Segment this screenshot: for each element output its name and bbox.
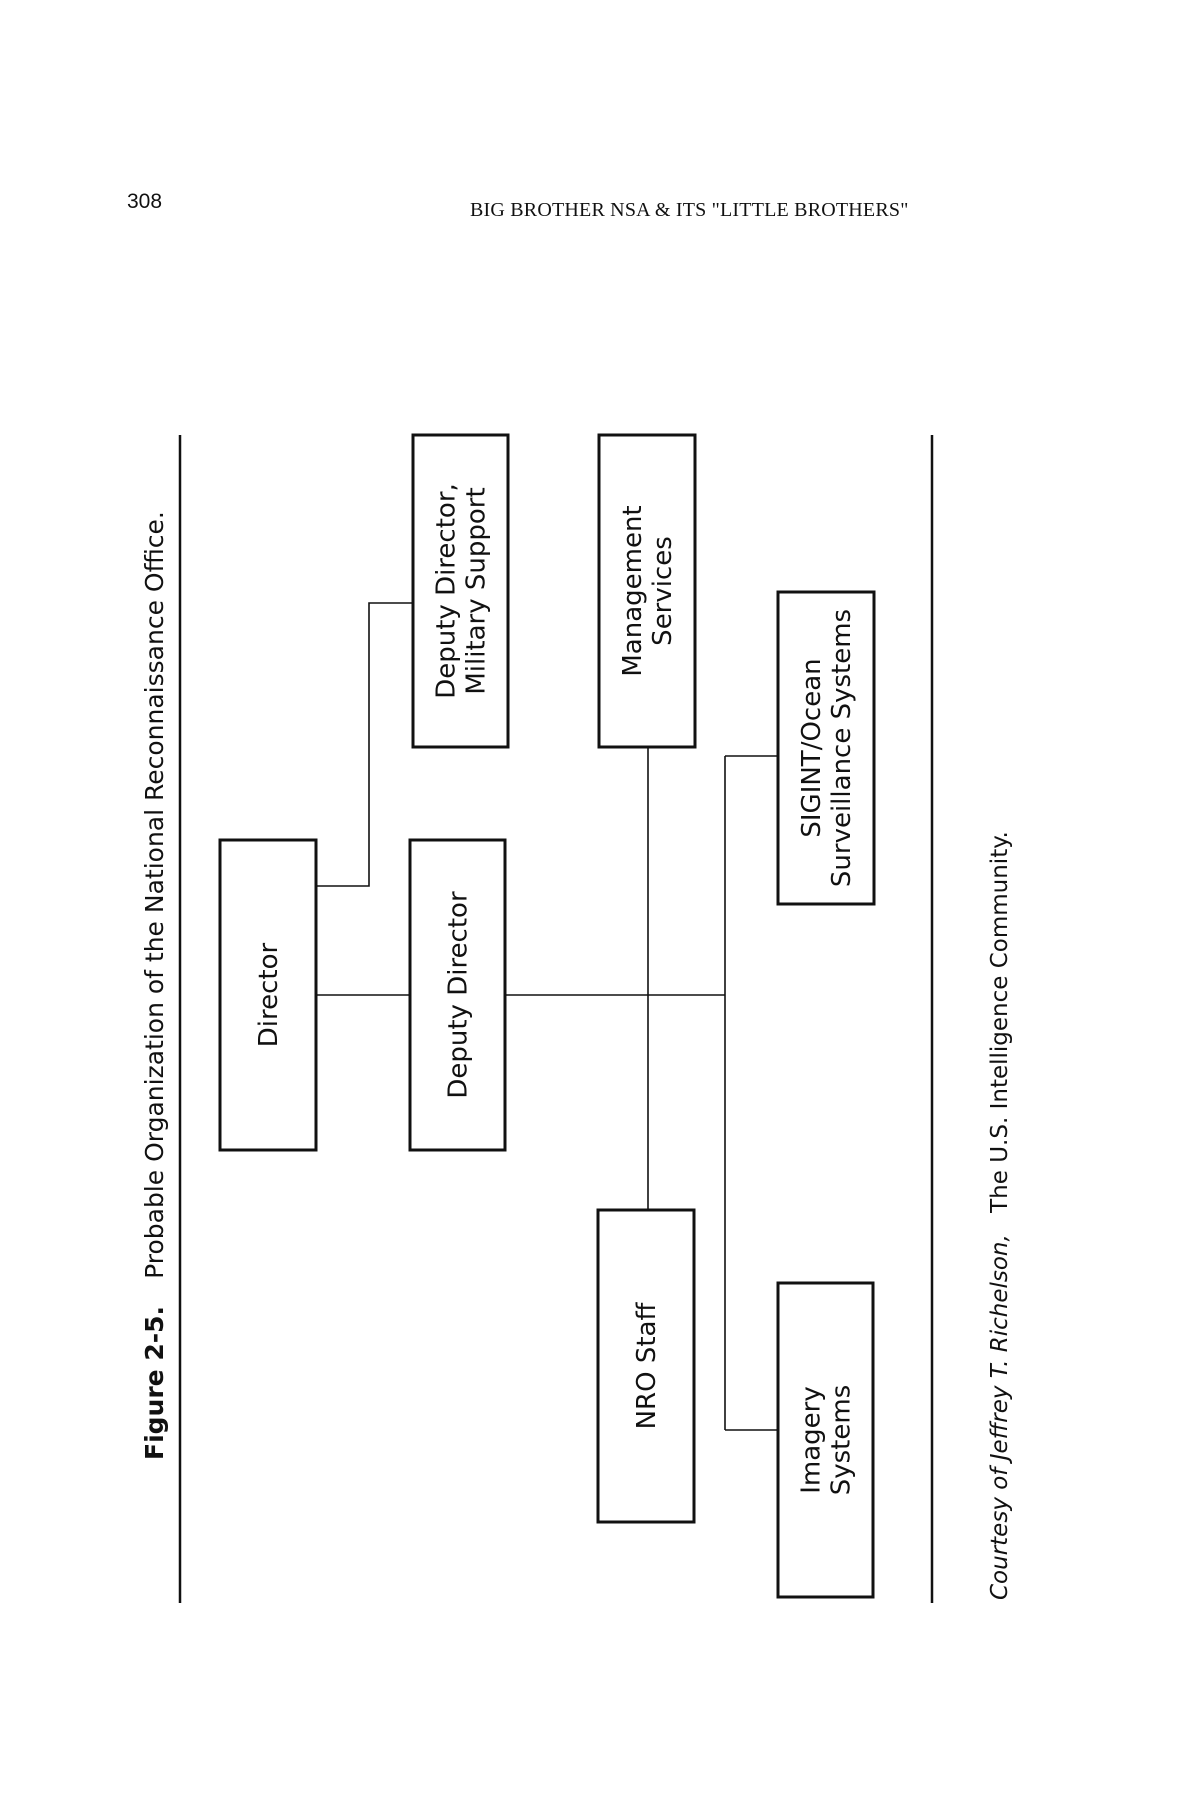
management-services-label: ManagementServices	[618, 505, 678, 676]
page-number: 308	[127, 190, 163, 213]
box-label-line: NRO Staff	[632, 1302, 662, 1430]
deputy-director-military-support-box: Deputy Director,Military Support	[411, 433, 510, 749]
box-label-line: Deputy Director,	[432, 483, 462, 699]
box-label-line: Systems	[827, 1385, 857, 1496]
box-label-line: Director	[254, 942, 284, 1047]
connector-director-military	[316, 602, 413, 887]
deputy-director-label: Deputy Director	[444, 891, 474, 1099]
sigint-ocean-surveillance-label: SIGINT/OceanSurveillance Systems	[797, 609, 857, 887]
box-label-line: Imagery	[797, 1386, 827, 1494]
deputy-director-box: Deputy Director	[408, 838, 507, 1152]
running-head: BIG BROTHER NSA & ITS "LITTLE BROTHERS"	[470, 199, 909, 221]
box-label-line: Deputy Director	[444, 891, 474, 1099]
figure-title: Probable Organization of the National Re…	[140, 511, 169, 1279]
imagery-systems-box: ImagerySystems	[776, 1281, 875, 1599]
management-services-box: ManagementServices	[597, 433, 697, 749]
figure-caption: Figure 2-5. Probable Organization of the…	[140, 511, 169, 1460]
box-label-line: Management	[618, 505, 648, 676]
director-box: Director	[218, 838, 318, 1152]
credit-source: The U.S. Intelligence Community.	[987, 831, 1013, 1214]
box-label-line: Surveillance Systems	[827, 609, 857, 887]
figure-credit: Courtesy of Jeffrey T. Richelson, The U.…	[987, 831, 1013, 1600]
director-label: Director	[254, 942, 284, 1047]
figure-number: Figure 2-5.	[140, 1306, 169, 1460]
deputy-director-military-support-label: Deputy Director,Military Support	[432, 483, 492, 699]
nro-staff-label: NRO Staff	[632, 1302, 662, 1430]
imagery-systems-label: ImagerySystems	[797, 1385, 857, 1496]
credit-author: Courtesy of Jeffrey T. Richelson,	[987, 1234, 1013, 1600]
box-label-line: Services	[648, 536, 678, 646]
nro-staff-box: NRO Staff	[596, 1208, 696, 1524]
box-label-line: Military Support	[462, 487, 492, 694]
box-label-line: SIGINT/Ocean	[797, 658, 827, 837]
connectors	[316, 602, 778, 1431]
sigint-ocean-surveillance-box: SIGINT/OceanSurveillance Systems	[776, 590, 876, 906]
